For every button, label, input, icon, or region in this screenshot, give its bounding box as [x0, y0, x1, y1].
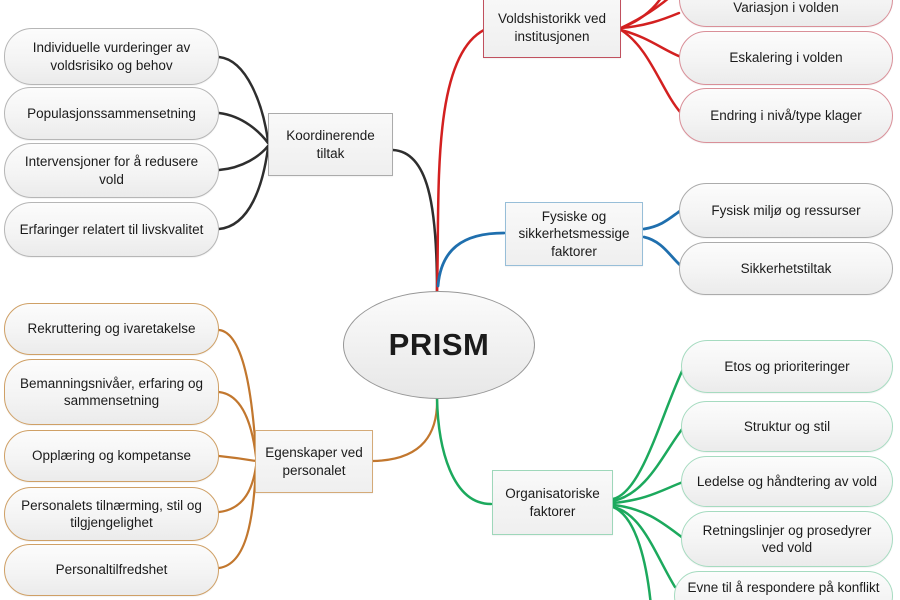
- branch-node-label: Organisatoriske faktorer: [505, 485, 600, 519]
- leaf-label: Struktur og stil: [743, 418, 831, 434]
- leaf-label: Variasjon i volden: [733, 0, 839, 16]
- link-prism-to-fysiske: [436, 231, 506, 288]
- leaf-endring-klager: Endring i nivå/type klager: [679, 88, 893, 143]
- leaf-ledelse-haandtering: Ledelse og håndtering av vold: [681, 456, 893, 507]
- link-koordinerende-leaf-2: [217, 111, 270, 145]
- leaf-label: Bemanningsnivåer, erfaring og sammensetn…: [19, 375, 204, 408]
- link-egenskaper-leaf-1: [217, 328, 258, 455]
- link-egenskaper-leaf-2: [217, 390, 258, 459]
- leaf-label: Populasjonssammensetning: [27, 105, 196, 121]
- link-organisatoriske-leaf-4: [612, 503, 685, 540]
- leaf-label: Personalets tilnærming, stil og tilgjeng…: [21, 497, 202, 530]
- branch-node-label: Koordinerende tiltak: [286, 127, 375, 161]
- leaf-rekruttering: Rekruttering og ivaretakelse: [4, 303, 219, 355]
- link-egenskaper-leaf-3: [217, 454, 258, 463]
- leaf-label: Individuelle vurderinger av voldsrisiko …: [32, 40, 191, 73]
- leaf-variasjon-i-volden: Variasjon i volden: [679, 0, 893, 27]
- link-organisatoriske-leaf-1: [611, 367, 685, 501]
- leaf-etos-prioriteringer: Etos og prioriteringer: [681, 340, 893, 393]
- link-organisatoriske-leaf-2: [611, 426, 685, 503]
- leaf-label: Personaltilfredshet: [55, 562, 168, 578]
- leaf-label: Etos og prioriteringer: [724, 358, 850, 374]
- link-organisatoriske-leaf-5: [611, 505, 677, 589]
- leaf-eskalering-i-volden: Eskalering i volden: [679, 31, 893, 85]
- leaf-individuelle-vurderinger: Individuelle vurderinger av voldsrisiko …: [4, 28, 219, 85]
- leaf-opplaering-kompetanse: Opplæring og kompetanse: [4, 430, 219, 482]
- leaf-intervensjoner: Intervensjoner for å redusere vold: [4, 143, 219, 198]
- leaf-evne-respondere-konflikt: Evne til å respondere på konflikt: [674, 571, 893, 600]
- leaf-label: Opplæring og kompetanse: [31, 448, 192, 464]
- leaf-label: Eskalering i volden: [729, 50, 843, 66]
- link-koordinerende-leaf-4: [217, 146, 270, 231]
- link-voldshistorikk-leaf-2: [619, 28, 683, 59]
- leaf-label: Erfaringer relatert til livskvalitet: [19, 221, 204, 237]
- branch-node-voldshistorikk: Voldshistorikk ved institusjonen: [483, 0, 621, 58]
- link-egenskaper-leaf-4: [217, 464, 258, 514]
- link-voldshistorikk-leaf-1: [619, 11, 681, 30]
- link-koordinerende-leaf-3: [217, 144, 270, 172]
- leaf-label: Endring i nivå/type klager: [710, 107, 862, 123]
- leaf-fysisk-miljo-ressurser: Fysisk miljø og ressurser: [679, 183, 893, 238]
- leaf-label: Fysisk miljø og ressurser: [711, 202, 861, 218]
- leaf-populasjonssammensetning: Populasjonssammensetning: [4, 87, 219, 140]
- link-organisatoriske-offscreen: [611, 505, 652, 600]
- leaf-struktur-stil: Struktur og stil: [681, 401, 893, 452]
- leaf-label: Rekruttering og ivaretakelse: [27, 321, 196, 337]
- branch-node-egenskaper-personalet: Egenskaper ved personalet: [255, 430, 373, 493]
- center-node-label: PRISM: [388, 327, 490, 362]
- link-voldshistorikk-leaf-3: [619, 28, 683, 115]
- link-koordinerende-to-prism: [391, 148, 439, 293]
- link-egenskaper-leaf-5: [217, 468, 258, 570]
- leaf-label: Evne til å respondere på konflikt: [687, 580, 880, 595]
- link-fysiske-leaf-1: [642, 209, 682, 231]
- leaf-label: Intervensjoner for å redusere vold: [24, 154, 199, 187]
- branch-node-organisatoriske-faktorer: Organisatoriske faktorer: [492, 470, 613, 535]
- leaf-personalets-tilnaerming: Personalets tilnærming, stil og tilgjeng…: [4, 487, 219, 541]
- leaf-personaltilfredshet: Personaltilfredshet: [4, 544, 219, 596]
- link-prism-to-organisatoriske: [435, 396, 493, 506]
- center-node-prism: PRISM: [343, 291, 535, 399]
- link-voldshistorikk-offscreen-2: [619, 0, 669, 30]
- leaf-bemanningsnivaer: Bemanningsnivåer, erfaring og sammensetn…: [4, 359, 219, 425]
- link-organisatoriske-leaf-3: [611, 480, 685, 505]
- link-prism-to-voldshistorikk: [435, 28, 486, 293]
- leaf-label: Ledelse og håndtering av vold: [696, 473, 878, 489]
- branch-node-label: Egenskaper ved personalet: [265, 444, 363, 478]
- leaf-label: Retningslinjer og prosedyrer ved vold: [702, 522, 872, 555]
- branch-node-label: Voldshistorikk ved institusjonen: [497, 11, 607, 44]
- link-fysiske-leaf-2: [642, 235, 682, 267]
- link-prism-to-egenskaper: [371, 396, 439, 463]
- leaf-retningslinjer-prosedyrer: Retningslinjer og prosedyrer ved vold: [681, 511, 893, 567]
- branch-node-koordinerende-tiltak: Koordinerende tiltak: [268, 113, 393, 176]
- leaf-sikkerhetstiltak: Sikkerhetstiltak: [679, 242, 893, 295]
- branch-node-label: Fysiske og sikkerhetsmessige faktorer: [518, 208, 630, 259]
- leaf-erfaringer-livskvalitet: Erfaringer relatert til livskvalitet: [4, 202, 219, 257]
- leaf-label: Sikkerhetstiltak: [740, 260, 832, 276]
- branch-node-fysiske-sikkerhetsmessige: Fysiske og sikkerhetsmessige faktorer: [505, 202, 643, 266]
- link-koordinerende-leaf-1: [217, 55, 270, 143]
